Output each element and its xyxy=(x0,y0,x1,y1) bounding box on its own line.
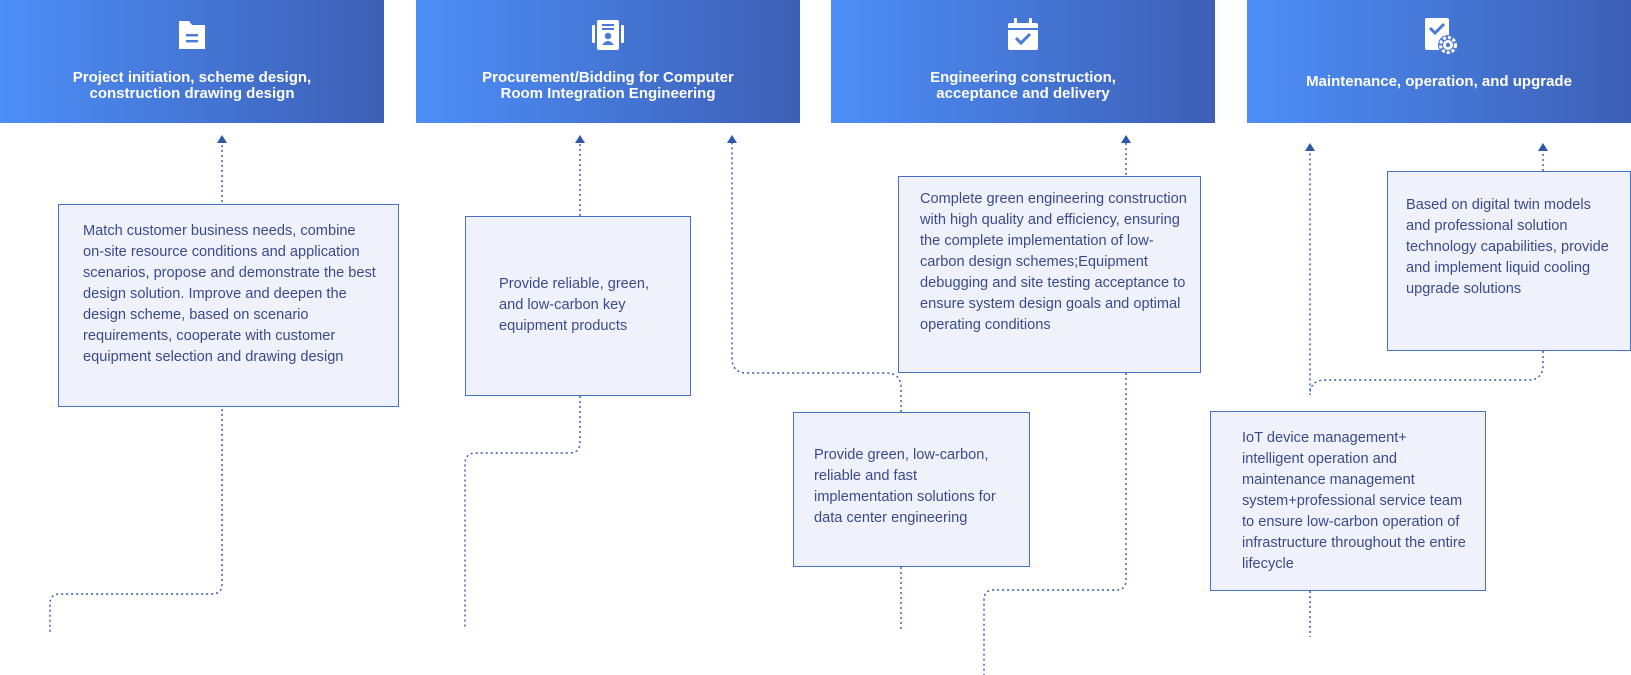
connector-stage4-box-b xyxy=(1309,148,1544,396)
stage-title: Maintenance, operation, and upgrade xyxy=(1306,73,1572,90)
stage-title: Project initiation, scheme design, const… xyxy=(72,69,312,102)
description-box-operation: IoT device management+ intelligent opera… xyxy=(1210,411,1486,591)
description-text: Provide green, low-carbon, reliable and … xyxy=(814,447,996,526)
stage-title: Engineering construction, acceptance and… xyxy=(930,69,1116,102)
description-box-upgrade: Based on digital twin models and profess… xyxy=(1387,171,1631,351)
connector-stage3-bottom xyxy=(983,373,1127,675)
connector-stage2-a-bottom xyxy=(464,396,581,628)
arrowhead-icon xyxy=(217,135,227,143)
arrowhead-icon xyxy=(1305,143,1315,151)
folder-document-icon xyxy=(172,16,212,56)
stage-header-design: Project initiation, scheme design, const… xyxy=(0,0,384,123)
stage-title: Procurement/Bidding for Computer Room In… xyxy=(482,69,734,102)
description-text: Provide reliable, green, and low-carbon … xyxy=(499,276,650,334)
description-text: Complete green engineering construction … xyxy=(920,191,1187,333)
arrowhead-icon xyxy=(727,135,737,143)
description-box-equipment: Provide reliable, green, and low-carbon … xyxy=(465,216,691,396)
description-box-design: Match customer business needs, combine o… xyxy=(58,204,399,407)
connector-stage1-bottom xyxy=(49,409,223,632)
clipboard-user-icon xyxy=(588,16,628,56)
checklist-gear-icon xyxy=(1419,16,1459,56)
description-box-construction: Complete green engineering construction … xyxy=(898,176,1201,373)
arrowhead-icon xyxy=(1538,143,1548,151)
arrowhead-icon xyxy=(575,135,585,143)
description-text: Match customer business needs, combine o… xyxy=(83,223,376,365)
description-text: IoT device management+ intelligent opera… xyxy=(1242,430,1466,572)
stage-header-maintenance: Maintenance, operation, and upgrade xyxy=(1247,0,1631,123)
description-text: Based on digital twin models and profess… xyxy=(1406,197,1609,297)
stage-header-construction: Engineering construction, acceptance and… xyxy=(831,0,1215,123)
stage-header-procurement: Procurement/Bidding for Computer Room In… xyxy=(416,0,800,123)
calendar-check-icon xyxy=(1003,16,1043,56)
connector-stage2-box-b xyxy=(731,142,902,412)
description-box-implementation: Provide green, low-carbon, reliable and … xyxy=(793,412,1030,567)
arrowhead-icon xyxy=(1121,135,1131,143)
